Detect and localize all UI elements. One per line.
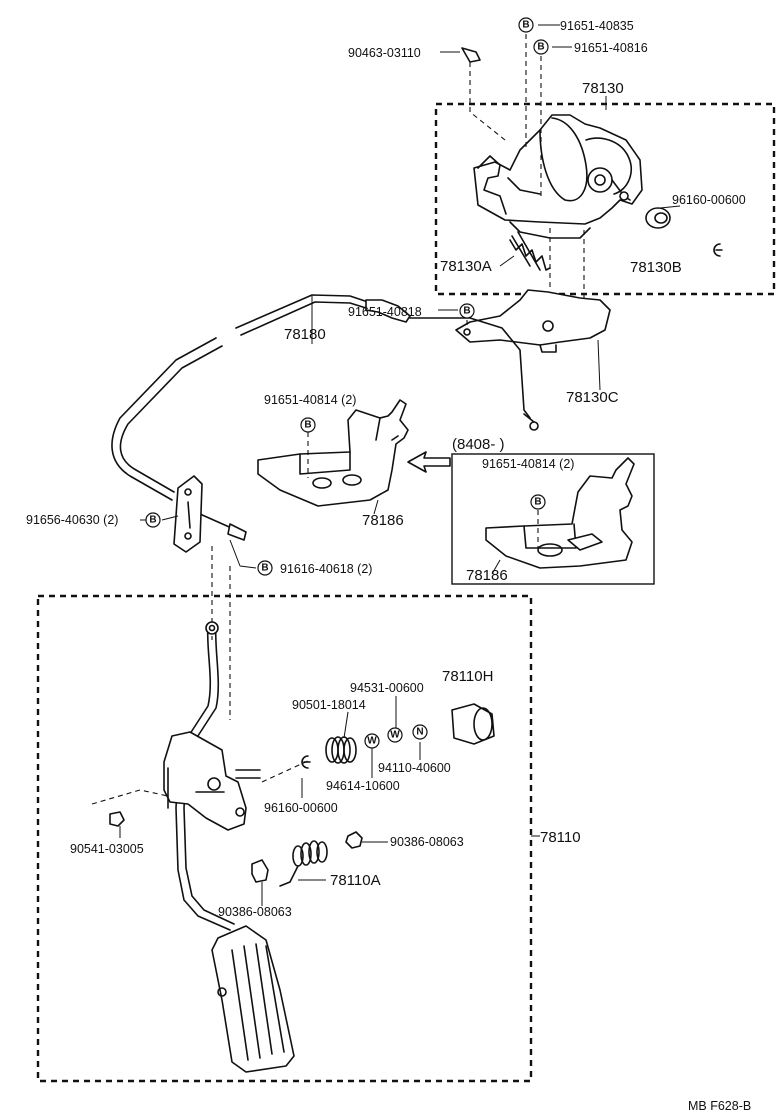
label-94614-10600: 94614-10600 — [326, 779, 400, 793]
svg-text:B: B — [261, 563, 268, 574]
e-ring-top-drawing — [713, 243, 723, 257]
label-96160-00600-lower: 96160-00600 — [264, 801, 338, 815]
label-91616-40618: 91616-40618 (2) — [280, 562, 372, 576]
screw-leader-dash — [469, 62, 506, 141]
label-90463-03110: 90463-03110 — [348, 46, 421, 60]
assembly-78130-box — [434, 102, 776, 296]
label-91651-40816: 91651-40816 — [574, 41, 648, 55]
label-78130: 78130 — [582, 80, 624, 97]
svg-text:B: B — [463, 306, 470, 317]
label-78130C: 78130C — [566, 389, 619, 406]
badge-b-91651-40816: B — [533, 39, 549, 55]
svg-text:B: B — [522, 20, 529, 31]
svg-text:B: B — [304, 420, 311, 431]
badge-b-91616: B — [257, 560, 273, 576]
label-78186-left: 78186 — [362, 512, 404, 529]
svg-text:B: B — [149, 515, 156, 526]
label-78180: 78180 — [284, 326, 326, 343]
accelerator-cable-drawing — [111, 294, 539, 541]
variant-arrow — [407, 451, 451, 473]
bracket-78186-right-drawing — [485, 457, 635, 569]
label-91651-40818: 91651-40818 — [348, 305, 422, 319]
label-91651-40835: 91651-40835 — [560, 19, 634, 33]
badge-b-91651-40818: B — [459, 303, 475, 319]
nut-90386-upper-drawing — [345, 831, 363, 849]
label-90501-18014: 90501-18014 — [292, 698, 366, 712]
label-91656-40630: 91656-40630 (2) — [26, 513, 118, 527]
label-78110A: 78110A — [330, 872, 381, 889]
label-96160-00600-top: 96160-00600 — [672, 193, 746, 207]
pedal-arm-drawing — [175, 621, 235, 931]
label-94110-40600: 94110-40600 — [378, 761, 451, 775]
label-78186-right: 78186 — [466, 567, 508, 584]
svg-text:B: B — [534, 497, 541, 508]
badge-b-91656: B — [145, 512, 161, 528]
label-78110: 78110 — [540, 829, 581, 846]
label-91651-40814-right: 91651-40814 (2) — [482, 457, 574, 471]
bracket-78130c-drawing — [455, 230, 611, 353]
badge-b-91651-40814-left: B — [300, 417, 316, 433]
badge-b-91651-40814-right: B — [530, 494, 546, 510]
svg-text:W: W — [367, 736, 377, 747]
spring-78110a-drawing — [279, 840, 328, 887]
pedal-bracket-drawing — [163, 731, 261, 831]
badge-w-94614: W — [364, 733, 380, 749]
svg-text:W: W — [390, 730, 400, 741]
bushing-78110h-drawing — [451, 703, 495, 745]
nut-90386-lower-drawing — [251, 859, 269, 883]
spring-90501-drawing — [325, 736, 357, 764]
svg-text:N: N — [416, 727, 423, 738]
screw-90463-drawing — [440, 47, 481, 63]
pedal-pad-drawing — [211, 925, 295, 1073]
footer-code: MB F628-B — [688, 1099, 751, 1113]
throttle-link-drawing — [473, 114, 643, 239]
badge-n-94110: N — [412, 724, 428, 740]
bushing-78130b-drawing — [645, 207, 671, 229]
label-90386-08063-upper: 90386-08063 — [390, 835, 464, 849]
bolt-90541-drawing — [91, 789, 169, 827]
label-90386-08063-lower: 90386-08063 — [218, 905, 292, 919]
label-78130B: 78130B — [630, 259, 682, 276]
variant-8408-box — [451, 453, 655, 585]
spring-78130a-drawing — [509, 231, 551, 271]
label-90541-03005: 90541-03005 — [70, 842, 144, 856]
label-8408: (8408- ) — [452, 436, 505, 453]
assembly-78110-box — [36, 594, 533, 1083]
label-94531-00600: 94531-00600 — [350, 681, 424, 695]
badge-b-91651-40835: B — [518, 17, 534, 33]
label-78110H: 78110H — [442, 668, 493, 685]
svg-text:B: B — [537, 42, 544, 53]
grommet-plate-drawing — [173, 475, 203, 553]
badge-w-94531: W — [387, 727, 403, 743]
bracket-78186-left-drawing — [257, 399, 409, 507]
label-91651-40814-left: 91651-40814 (2) — [264, 393, 356, 407]
label-78130A: 78130A — [440, 258, 492, 275]
